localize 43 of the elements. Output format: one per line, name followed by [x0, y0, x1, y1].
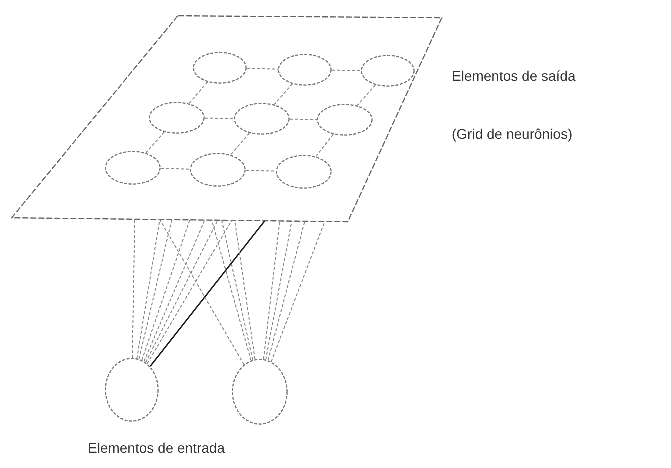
connection-line: [357, 84, 376, 106]
connection-line: [234, 220, 256, 360]
connection-line: [271, 221, 326, 362]
connection-line: [268, 221, 306, 361]
connection-line: [132, 218, 136, 358]
connection-line: [212, 220, 252, 362]
plane-shape: [12, 16, 442, 222]
connection-line: [136, 219, 160, 360]
connection-line: [332, 70, 362, 72]
caption-label: Elementos de saída: [452, 68, 576, 84]
connection-line: [150, 220, 266, 368]
caption-label: Elementos de entrada: [88, 440, 225, 456]
neuron-circle: [278, 54, 332, 86]
connection-line: [142, 220, 190, 361]
neuron-circle: [361, 55, 415, 87]
connection-line: [204, 118, 234, 120]
connection-line: [145, 220, 218, 364]
neuron-circle: [190, 153, 246, 187]
connection-line: [144, 220, 206, 362]
connection-line: [188, 82, 208, 104]
connection-line: [290, 118, 318, 120]
neuron-circle: [317, 104, 373, 136]
connection-line: [316, 134, 334, 158]
connection-line: [274, 84, 294, 106]
connection-line: [160, 219, 245, 366]
neuron-circle: [193, 52, 247, 84]
neuron-circle: [105, 151, 161, 185]
connection-line: [146, 220, 232, 364]
connection-line: [246, 68, 279, 70]
neuron-circle: [276, 155, 332, 189]
caption-label: (Grid de neurônios): [452, 126, 573, 142]
connection-line: [138, 219, 172, 360]
connection-line: [230, 132, 250, 156]
neuron-circle: [234, 103, 290, 135]
neuron-circle: [149, 102, 205, 134]
neuron-circle: [105, 358, 159, 422]
connection-line: [245, 170, 277, 172]
connection-line: [160, 168, 191, 170]
connection-line: [266, 220, 292, 360]
connection-line: [222, 220, 254, 361]
connection-line: [263, 220, 280, 360]
neuron-circle: [232, 359, 288, 425]
connection-line: [146, 132, 165, 154]
